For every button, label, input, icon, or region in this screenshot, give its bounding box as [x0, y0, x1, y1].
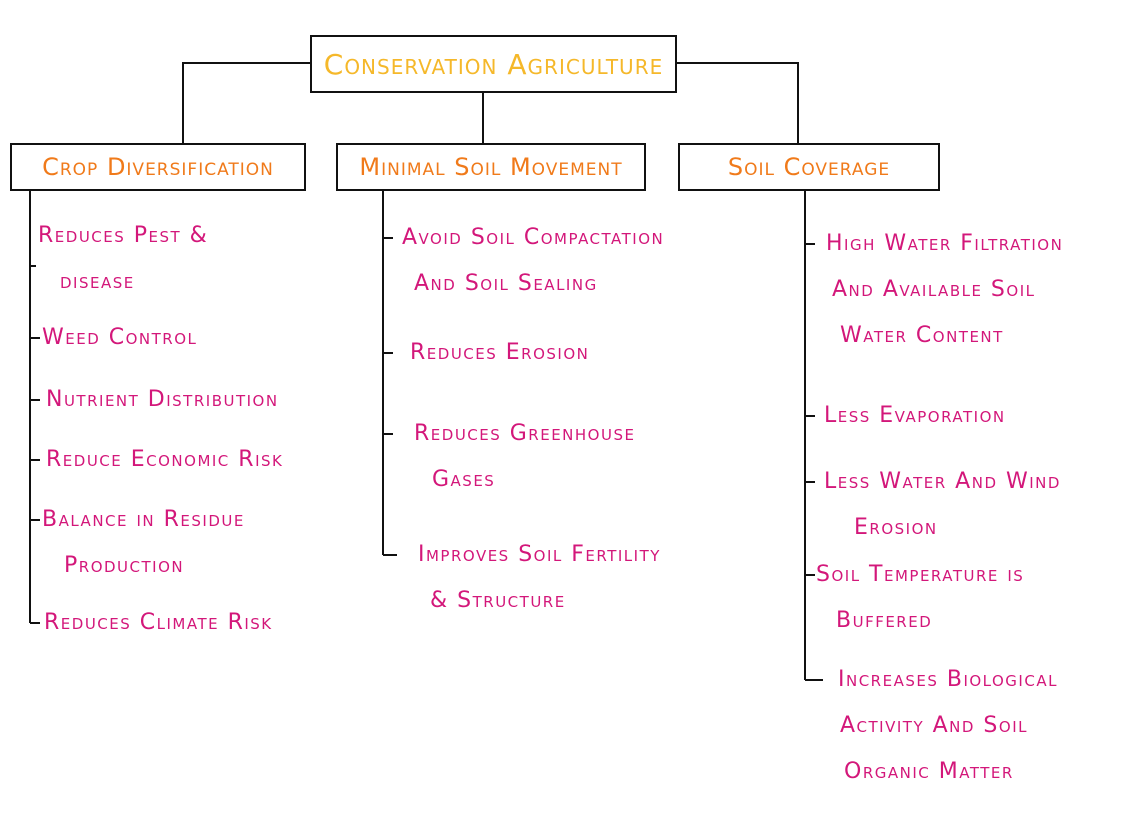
category-soil-coverage: Soil Coverage: [678, 143, 940, 191]
item-line: Activity And Soil: [840, 713, 1028, 738]
root-node: Conservation Agriculture: [310, 35, 677, 93]
category-crop-diversification: Crop Diversification: [10, 143, 306, 191]
item-line: Reduce Economic Risk: [46, 447, 284, 472]
item-line: & Structure: [430, 588, 566, 613]
list-item: Soil Temperature is Buffered: [816, 552, 1024, 644]
item-line: And Soil Sealing: [414, 271, 598, 296]
list-item: Reduces Pest & disease: [38, 213, 208, 305]
item-line: And Available Soil: [832, 277, 1036, 302]
root-label: Conservation Agriculture: [323, 47, 664, 81]
item-line: Reduces Greenhouse: [414, 421, 636, 446]
item-line: Less Water And Wind: [824, 469, 1061, 494]
list-item: Weed Control: [42, 315, 197, 361]
list-item: Balance in Residue Production: [42, 497, 245, 589]
item-line: Water Content: [840, 323, 1004, 348]
item-line: Reduces Pest &: [38, 223, 209, 248]
list-item: High Water Filtration And Available Soil…: [826, 221, 1063, 359]
connector-root-right: [677, 62, 799, 143]
item-line: High Water Filtration: [826, 231, 1064, 256]
item-line: Soil Temperature is: [816, 562, 1025, 587]
list-item: Less Water And Wind Erosion: [824, 459, 1061, 551]
item-line: Improves Soil Fertility: [418, 542, 661, 567]
list-item: Reduces Climate Risk: [44, 600, 273, 646]
category-label: Soil Coverage: [727, 153, 891, 181]
list-item: Less Evaporation: [824, 393, 1006, 439]
item-line: Reduces Erosion: [410, 340, 590, 365]
item-line: Reduces Climate Risk: [44, 610, 273, 635]
connector-root-left: [182, 62, 310, 143]
category-minimal-soil-movement: Minimal Soil Movement: [336, 143, 646, 191]
item-line: Buffered: [836, 608, 933, 633]
category-label: Crop Diversification: [42, 153, 274, 181]
item-line: Production: [64, 553, 185, 578]
list-item: Increases Biological Activity And Soil O…: [838, 657, 1058, 795]
list-item: Reduces Greenhouse Gases: [414, 411, 635, 503]
category-label: Minimal Soil Movement: [359, 153, 623, 181]
item-line: Erosion: [854, 515, 938, 540]
item-line: disease: [60, 269, 135, 294]
list-item: Reduce Economic Risk: [46, 437, 283, 483]
list-item: Nutrient Distribution: [46, 377, 279, 423]
item-line: Increases Biological: [838, 667, 1058, 692]
list-item: Reduces Erosion: [410, 330, 589, 376]
list-item: Improves Soil Fertility & Structure: [418, 532, 661, 624]
item-line: Organic Matter: [844, 759, 1014, 784]
item-line: Balance in Residue: [42, 507, 245, 532]
item-line: Weed Control: [42, 325, 198, 350]
item-line: Gases: [432, 467, 496, 492]
item-line: Avoid Soil Compactation: [402, 225, 665, 250]
item-line: Less Evaporation: [824, 403, 1006, 428]
list-item: Avoid Soil Compactation And Soil Sealing: [402, 215, 664, 307]
item-line: Nutrient Distribution: [46, 387, 279, 412]
